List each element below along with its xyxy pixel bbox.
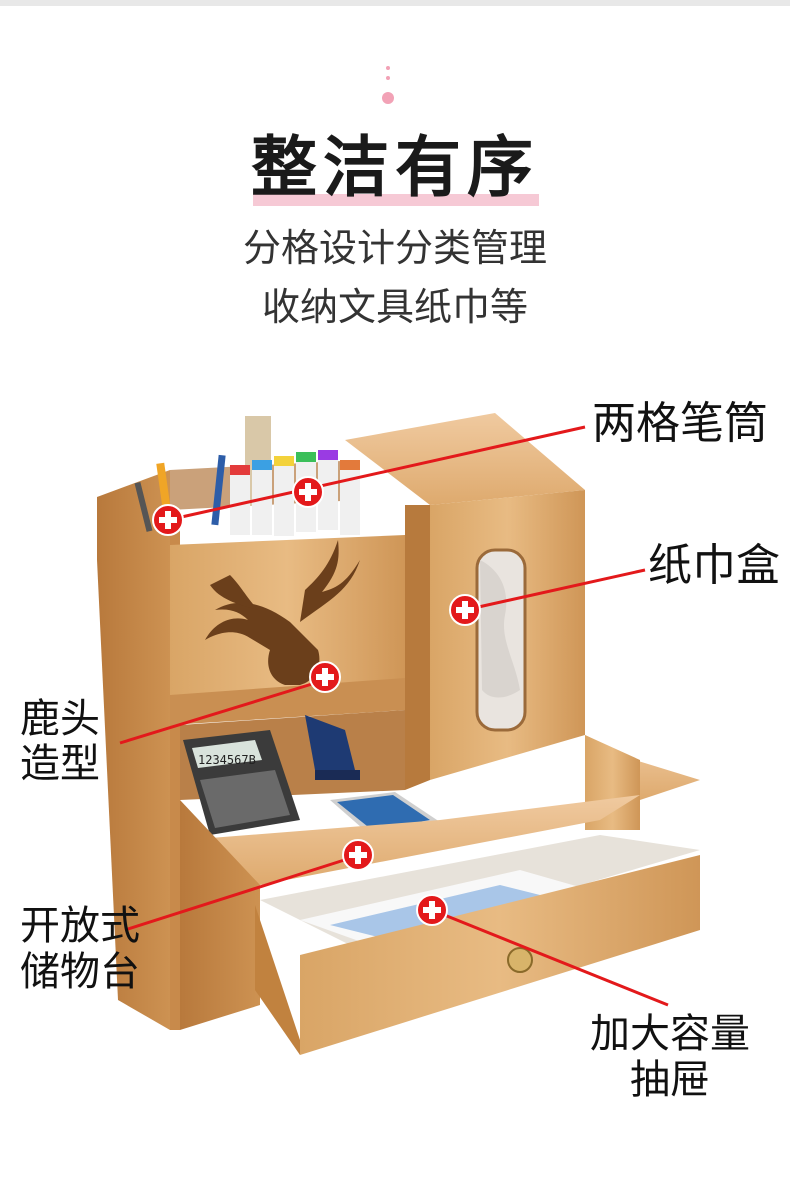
tissue-box-side	[405, 505, 430, 790]
calculator-display: 1234567B	[198, 753, 256, 767]
stapler-icon	[305, 715, 360, 780]
deer-head-icon	[205, 540, 360, 685]
calculator-icon: 1234567B	[183, 730, 300, 835]
drawer-front	[300, 855, 700, 1055]
label-drawer-line-2: 抽屉	[630, 1057, 710, 1103]
plus-marker-drawer	[416, 894, 448, 926]
label-drawer-line-1: 加大容量	[590, 1011, 750, 1057]
top-divider	[0, 0, 790, 6]
label-pen-holder: 两格笔筒	[592, 398, 768, 449]
label-tissue-box: 纸巾盒	[648, 540, 780, 591]
label-deer-line-1: 鹿头	[20, 696, 100, 742]
open-shelf-top	[185, 795, 640, 885]
title-underline	[253, 194, 539, 206]
plus-marker-pen-front	[152, 504, 184, 536]
label-open-shelf-line-2: 储物台	[20, 949, 140, 995]
subtitle-line-2: 收纳文具纸巾等	[261, 285, 528, 329]
plus-markers	[152, 476, 481, 926]
tissue-paper-icon	[480, 560, 520, 698]
plus-marker-tissue	[449, 594, 481, 626]
plus-marker-pen-back	[292, 476, 324, 508]
callout-lines	[119, 425, 669, 1007]
left-base	[180, 800, 260, 1030]
page-title: 整洁有序	[251, 129, 539, 206]
plus-marker-deer	[309, 661, 341, 693]
drawer-side	[255, 905, 300, 1055]
left-side-panel	[97, 470, 170, 1030]
middle-shelf	[170, 678, 405, 725]
subtitle-line-1: 分格设计分类管理	[242, 226, 547, 270]
label-deer-line-2: 造型	[20, 741, 100, 787]
tissue-box-top	[345, 413, 585, 505]
decorative-dots	[381, 66, 395, 106]
drawer-knob	[507, 947, 533, 973]
plus-marker-shelf	[342, 839, 374, 871]
label-open-shelf-line-1: 开放式	[20, 903, 140, 949]
